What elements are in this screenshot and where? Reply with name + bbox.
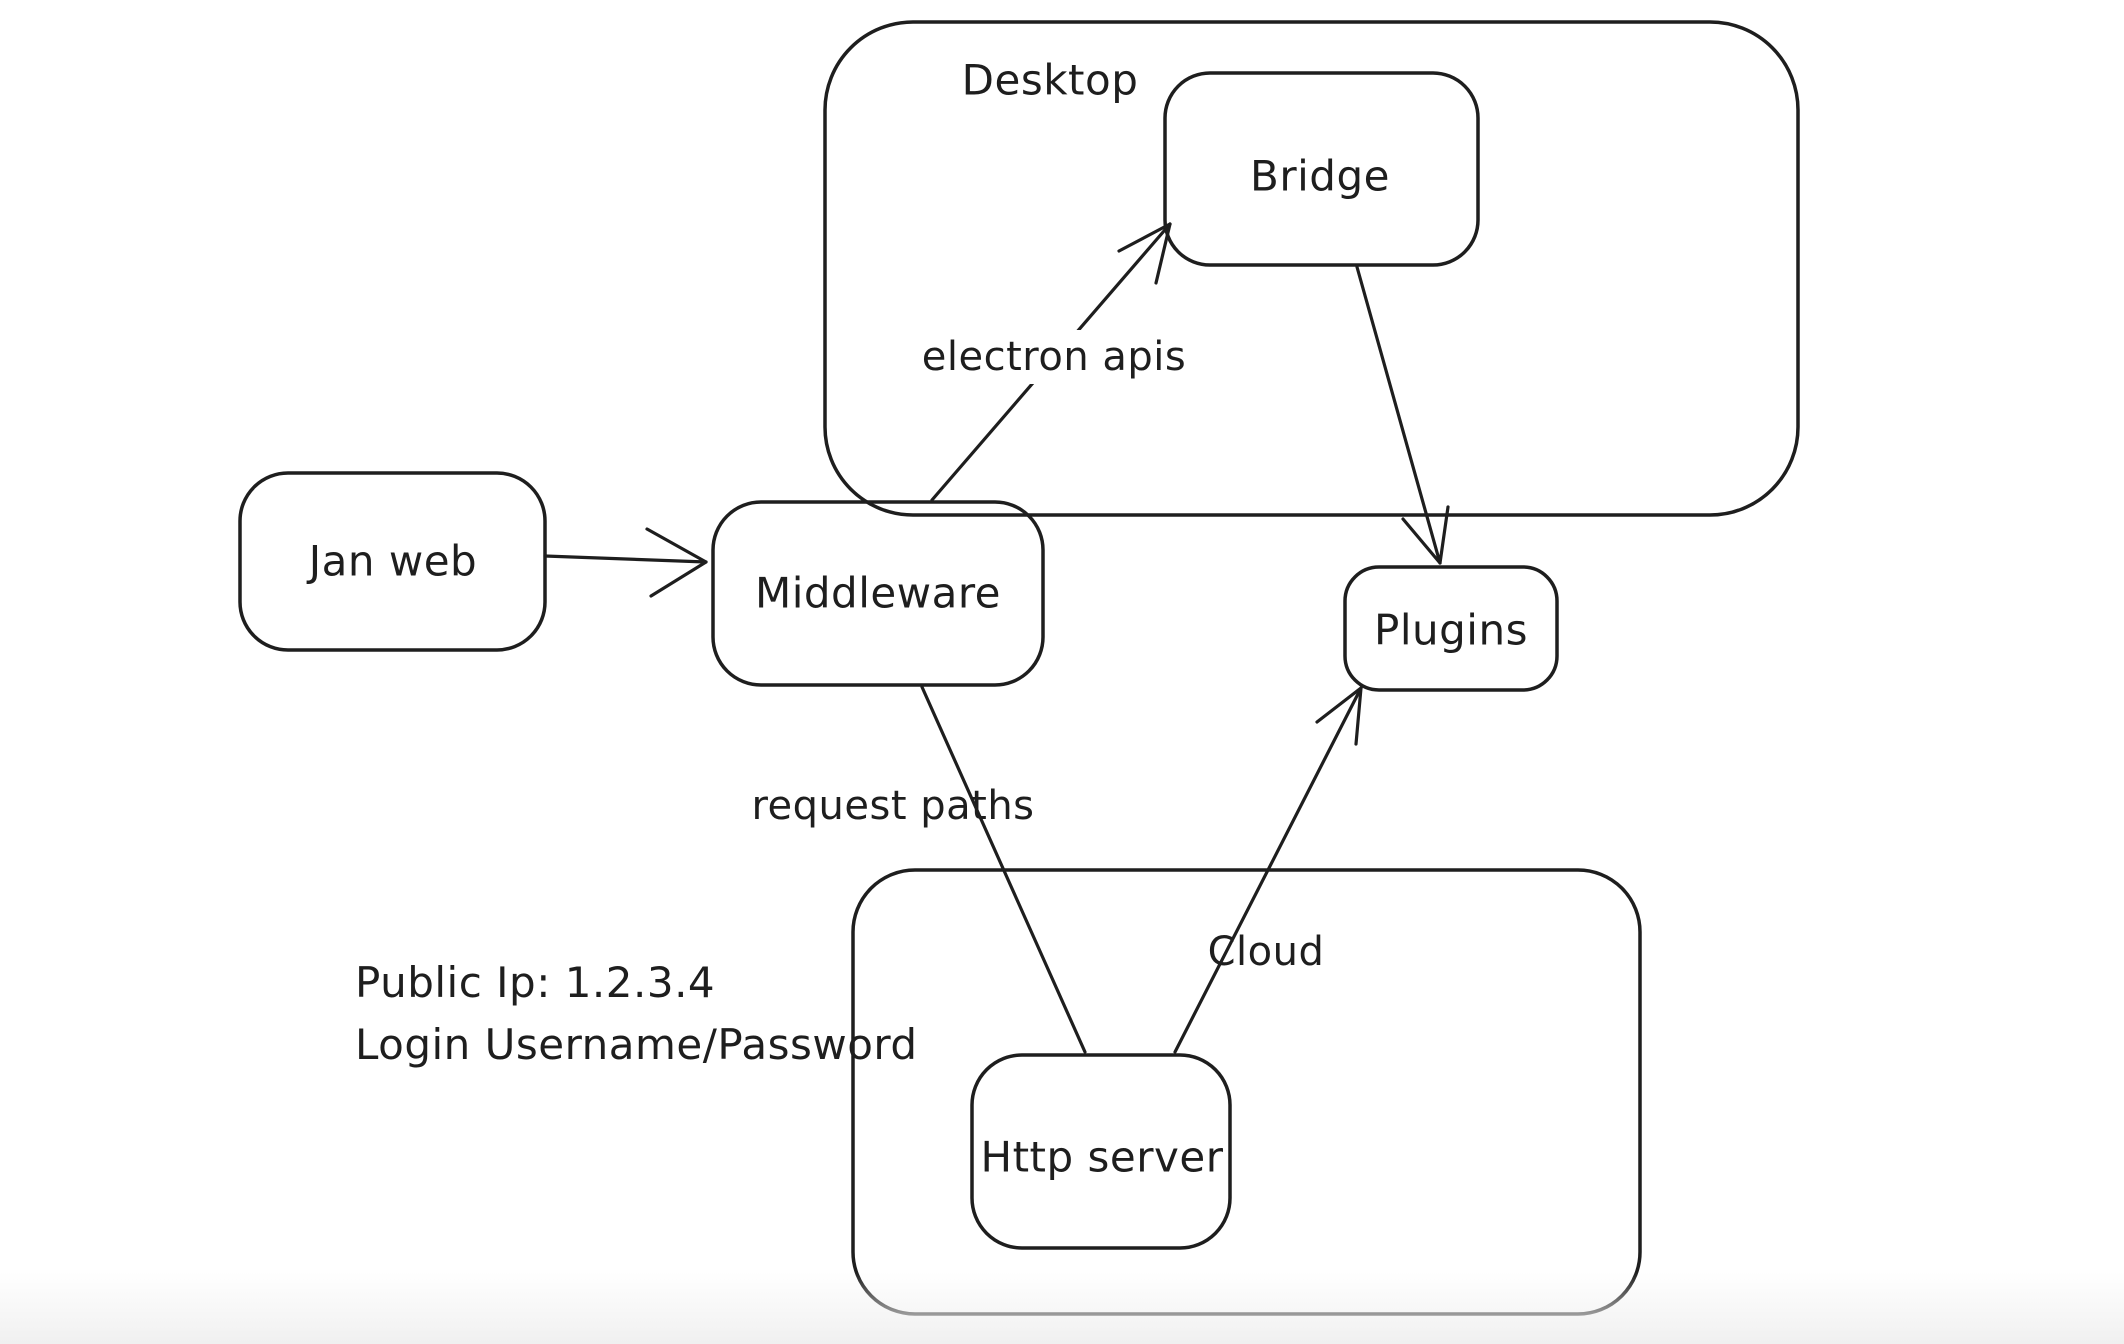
jan-web-node-box[interactable]	[240, 473, 545, 650]
desktop-container-box[interactable]	[825, 22, 1798, 515]
edge-label-electron-apis[interactable]: electron apis	[909, 330, 1199, 384]
cloud-access-note-line-2: Login Username/Password	[355, 1020, 918, 1069]
desktop-container-label[interactable]: Desktop	[961, 55, 1139, 105]
arrowhead-httpserver-to-plugins	[1317, 688, 1361, 744]
cloud-access-note[interactable]: Public Ip: 1.2.3.4 Login Username/Passwo…	[355, 952, 918, 1076]
edge-janweb-to-middleware[interactable]	[545, 556, 706, 562]
cloud-container-label[interactable]: Cloud	[1207, 929, 1325, 975]
http-server-node-box[interactable]	[972, 1055, 1230, 1248]
arrowhead-middleware-to-bridge	[1119, 224, 1170, 283]
http-server-node-label[interactable]: Http server	[980, 1132, 1224, 1182]
middleware-node-label[interactable]: Middleware	[754, 568, 1002, 618]
cloud-access-note-line-1: Public Ip: 1.2.3.4	[355, 958, 716, 1007]
jan-web-node-label[interactable]: Jan web	[308, 536, 478, 586]
bridge-node-label[interactable]: Bridge	[1250, 151, 1390, 201]
edge-bridge-to-plugins[interactable]	[1357, 267, 1440, 563]
arrowhead-bridge-to-plugins	[1403, 507, 1448, 563]
middleware-node-box[interactable]	[713, 502, 1043, 685]
arrowhead-janweb-to-middleware	[647, 529, 706, 596]
edge-label-request-paths[interactable]: request paths	[751, 783, 1035, 829]
plugins-node-label[interactable]: Plugins	[1374, 605, 1528, 655]
edge-middleware-to-httpserver[interactable]	[922, 687, 1085, 1052]
plugins-node-box[interactable]	[1345, 567, 1557, 690]
bridge-node-box[interactable]	[1165, 73, 1478, 265]
edge-httpserver-to-plugins[interactable]	[1175, 688, 1361, 1052]
